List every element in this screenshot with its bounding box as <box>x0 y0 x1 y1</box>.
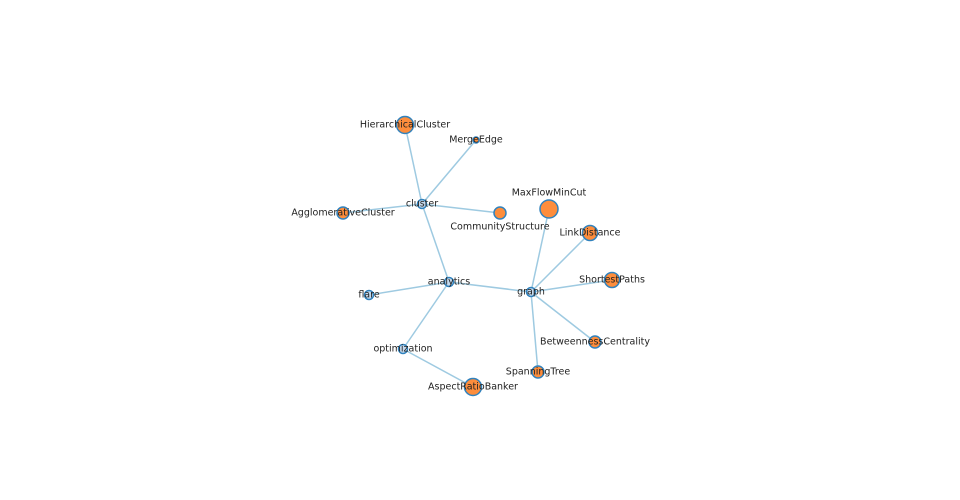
link-flare-analytics <box>368 281 450 296</box>
node-label: LinkDistance <box>560 228 621 239</box>
node-aspect-ratio-banker[interactable]: AspectRatioBanker <box>428 377 518 397</box>
node-community-structure[interactable]: CommunityStructure <box>450 206 550 233</box>
leaf-node-circle[interactable] <box>539 199 559 219</box>
node-spanning-tree[interactable]: SpanningTree <box>506 365 571 379</box>
node-label: BetweennessCentrality <box>540 337 650 348</box>
leaf-node-circle[interactable] <box>581 224 599 242</box>
node-label: AgglomerativeCluster <box>291 208 394 219</box>
link-graph-betweenness-centrality <box>530 291 596 343</box>
link-graph-spanning-tree <box>530 291 539 373</box>
node-analytics[interactable]: analytics <box>428 277 471 288</box>
link-analytics-cluster <box>421 203 450 283</box>
node-agglomerative-cluster[interactable]: AgglomerativeCluster <box>291 206 395 220</box>
link-analytics-graph <box>448 281 532 293</box>
node-label: CommunityStructure <box>450 222 549 233</box>
package-node-circle[interactable] <box>525 286 537 298</box>
leaf-node-circle[interactable] <box>395 115 415 135</box>
package-node-circle[interactable] <box>363 289 375 301</box>
node-optimization[interactable]: optimization <box>373 344 432 355</box>
node-label: MergeEdge <box>449 135 503 146</box>
node-label: HierarchicalCluster <box>360 120 450 131</box>
nodes-layer: flare analytics cluster graph optimization Hi… <box>291 115 650 397</box>
node-label: ShortestPaths <box>579 275 645 286</box>
node-graph[interactable]: graph <box>517 287 545 298</box>
node-label: graph <box>517 287 545 298</box>
link-analytics-optimization <box>402 281 450 350</box>
node-label: flare <box>358 290 380 301</box>
link-cluster-community-structure <box>421 203 501 214</box>
node-cluster[interactable]: cluster <box>406 199 438 210</box>
node-label: AspectRatioBanker <box>428 382 518 393</box>
node-shortest-paths[interactable]: ShortestPaths <box>579 271 645 289</box>
package-node-circle[interactable] <box>443 276 455 288</box>
node-label: MaxFlowMinCut <box>512 188 587 199</box>
node-flare[interactable]: flare <box>358 290 380 301</box>
link-graph-link-distance <box>530 232 591 293</box>
links-layer <box>342 124 613 388</box>
node-link-distance[interactable]: LinkDistance <box>560 224 621 242</box>
node-label: optimization <box>373 344 432 355</box>
link-cluster-agglomerative-cluster <box>342 203 423 214</box>
leaf-node-circle[interactable] <box>336 206 350 220</box>
leaf-node-circle[interactable] <box>472 136 480 144</box>
node-label: SpanningTree <box>506 367 571 378</box>
node-label: cluster <box>406 199 438 210</box>
link-cluster-merge-edge <box>421 139 477 205</box>
node-label: analytics <box>428 277 471 288</box>
link-graph-max-flow-min-cut <box>530 208 550 293</box>
node-max-flow-min-cut[interactable]: MaxFlowMinCut <box>512 188 587 219</box>
leaf-node-circle[interactable] <box>603 271 621 289</box>
leaf-node-circle[interactable] <box>493 206 507 220</box>
leaf-node-circle[interactable] <box>531 365 545 379</box>
link-optimization-aspect-ratio-banker <box>402 348 474 388</box>
node-merge-edge[interactable]: MergeEdge <box>449 135 503 146</box>
leaf-node-circle[interactable] <box>588 335 602 349</box>
node-betweenness-centrality[interactable]: BetweennessCentrality <box>540 335 650 349</box>
package-node-circle[interactable] <box>416 198 428 210</box>
node-hierarchical-cluster[interactable]: HierarchicalCluster <box>360 115 450 135</box>
link-cluster-hierarchical-cluster <box>404 124 423 205</box>
link-graph-shortest-paths <box>530 279 613 293</box>
leaf-node-circle[interactable] <box>463 377 483 397</box>
package-node-circle[interactable] <box>397 343 409 355</box>
